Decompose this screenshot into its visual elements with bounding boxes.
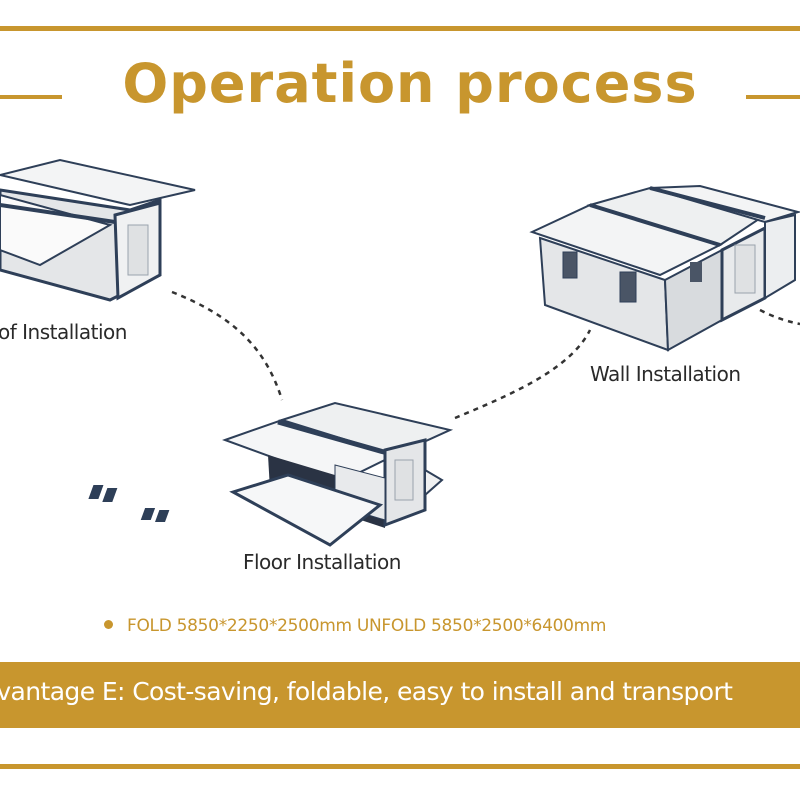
expanded-house-icon	[529, 184, 800, 352]
advantage-banner: lvantage E: Cost-saving, foldable, easy …	[0, 662, 800, 728]
folding-house-roof-icon	[0, 158, 196, 302]
connector-roof-to-floor	[171, 290, 284, 401]
advantage-banner-text: lvantage E: Cost-saving, foldable, easy …	[0, 677, 733, 706]
dimension-spec: FOLD 5850*2250*2500mm UNFOLD 5850*2500*6…	[104, 616, 606, 636]
folding-house-floor-icon	[88, 401, 454, 547]
title-dash-right	[746, 95, 800, 99]
connector-floor-to-wall	[454, 329, 592, 420]
connector-wall-exit	[759, 308, 800, 326]
dimension-spec-text: FOLD 5850*2250*2500mm UNFOLD 5850*2500*6…	[127, 616, 607, 636]
title-dash-left	[0, 95, 62, 99]
step-label-wall-installation: Wall Installation	[590, 362, 741, 386]
bullet-dot-icon	[104, 619, 113, 629]
step-label-floor-installation: Floor Installation	[243, 550, 401, 574]
step-label-roof-installation: of Installation	[0, 320, 127, 344]
top-divider	[0, 26, 800, 31]
bottom-divider	[0, 764, 800, 769]
page-title: Operation process	[122, 52, 698, 115]
